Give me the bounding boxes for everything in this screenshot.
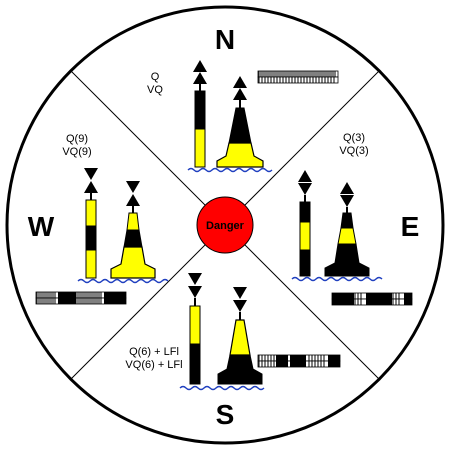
east-light-pattern: [331, 292, 413, 306]
topmark-lower-cone: [84, 181, 98, 193]
north-water-line: [187, 167, 273, 173]
west-marks: Q(9) VQ(9): [35, 133, 169, 305]
south-water-line: [179, 385, 265, 391]
west-spar-buoy: [84, 168, 98, 279]
north-spar-buoy: [193, 60, 207, 168]
west-light-pattern: [35, 291, 127, 305]
east-marks: Q(3) VQ(3): [291, 132, 413, 306]
east-label-vq3: VQ(3): [339, 145, 368, 157]
topmark-upper-cone: [233, 287, 247, 299]
topmark-lower-cone: [233, 88, 247, 100]
north-marks: Q VQ: [147, 60, 339, 173]
north-label-vq: VQ: [147, 84, 163, 96]
south-spar-buoy: [188, 273, 202, 385]
west-label-q9: Q(9): [66, 133, 88, 145]
topmark-upper-cone: [298, 170, 312, 182]
danger-circle: [196, 196, 254, 254]
south-light-pattern: [257, 354, 341, 368]
compass-east: E: [401, 211, 420, 242]
west-pillar-buoy: [110, 181, 156, 279]
topmark-lower-cone: [340, 195, 354, 207]
west-label-vq9: VQ(9): [62, 146, 91, 158]
topmark-lower-cone: [298, 183, 312, 195]
topmark-upper-cone: [233, 76, 247, 88]
topmark-lower-cone: [193, 72, 207, 84]
compass-south: S: [216, 399, 235, 430]
topmark-upper-cone: [340, 182, 354, 194]
compass-west: W: [28, 211, 55, 242]
topmark-upper-cone: [193, 60, 207, 72]
east-spar-buoy: [298, 170, 312, 277]
danger-label: Danger: [206, 220, 245, 232]
north-label-q: Q: [151, 71, 160, 83]
topmark-upper-cone: [126, 181, 140, 193]
topmark-lower-cone: [233, 300, 247, 312]
topmark-upper-cone: [84, 168, 98, 180]
east-water-line: [291, 276, 383, 282]
topmark-lower-cone: [188, 286, 202, 298]
compass-north: N: [215, 24, 235, 55]
west-water-line: [77, 278, 169, 284]
south-label-q6: Q(6) + LFl: [129, 346, 179, 358]
north-pillar-buoy: [216, 76, 264, 168]
south-label-vq6: VQ(6) + LFl: [125, 359, 182, 371]
east-label-q3: Q(3): [343, 132, 365, 144]
north-light-pattern: [257, 70, 339, 84]
south-marks: Q(6) + LFl VQ(6) + LFl: [125, 273, 341, 391]
east-pillar-buoy: [324, 182, 370, 277]
topmark-upper-cone: [188, 273, 202, 285]
south-pillar-buoy: [217, 287, 263, 385]
topmark-lower-cone: [126, 194, 140, 206]
